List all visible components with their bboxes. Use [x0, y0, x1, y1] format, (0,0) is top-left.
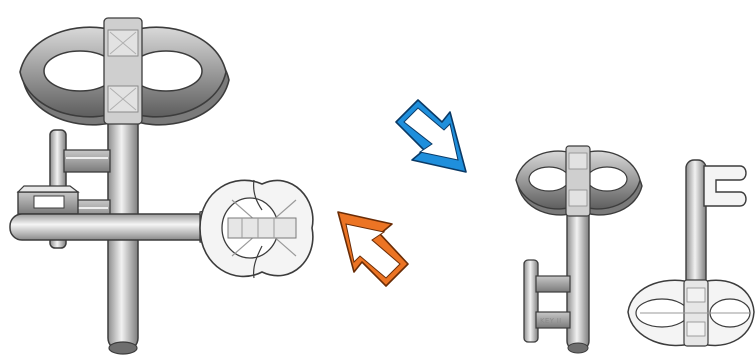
- vertical-key-bow: [20, 18, 229, 125]
- assemble-arrow: [338, 212, 408, 286]
- key-engraving: KEY II: [540, 317, 561, 325]
- separate-arrow: [396, 100, 466, 172]
- assembled-key-pair: [10, 18, 313, 354]
- horizontal-key-bit: [18, 186, 78, 214]
- separated-key-one: KEY II: [516, 146, 642, 353]
- horizontal-key-bow: [200, 180, 313, 278]
- separated-key-two: [628, 160, 754, 346]
